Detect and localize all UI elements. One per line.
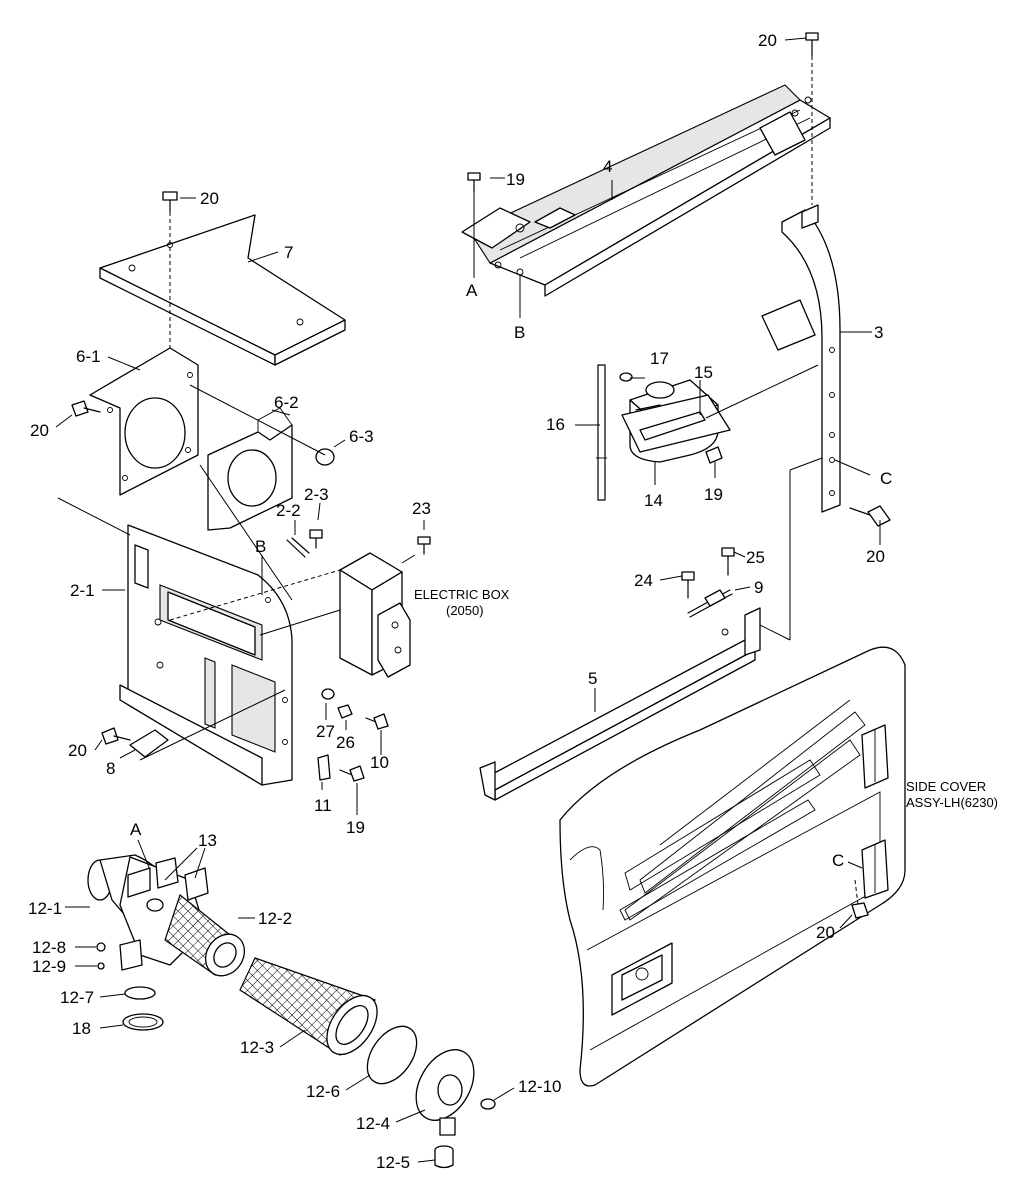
label-24: 24 (634, 571, 653, 590)
bolt-20-cover (851, 879, 869, 919)
label-12-10: 12-10 (518, 1077, 561, 1096)
bolt-20-top (805, 32, 819, 205)
bolt-25 (721, 547, 735, 576)
label-19-mid: 19 (704, 485, 723, 504)
bolt-20-right (849, 505, 891, 527)
element-12-3 (239, 957, 378, 1056)
label-25: 25 (746, 548, 765, 567)
plate-7 (99, 214, 346, 366)
label-12-9: 12-9 (32, 957, 66, 976)
bolt-19-bottom (339, 765, 365, 782)
label-23: 23 (412, 499, 431, 518)
label-side-cover-2: ASSY-LH(6230) (906, 795, 998, 810)
callout-labels: 20 19 4 A B 3 17 15 16 14 19 C 20 20 7 6… (28, 31, 998, 1172)
label-12-4: 12-4 (356, 1114, 390, 1133)
bracket-9 (687, 589, 733, 618)
label-c-right: C (880, 469, 892, 488)
label-11: 11 (314, 796, 332, 815)
plate-6-1 (89, 347, 199, 496)
bolt-20-left (71, 400, 101, 417)
label-20-top: 20 (758, 31, 777, 50)
leader-lines (55, 37, 881, 1163)
label-2-3: 2-3 (304, 485, 329, 504)
label-8: 8 (106, 759, 115, 778)
washer-27 (321, 688, 335, 700)
pin-2-2 (286, 537, 310, 558)
indicator-12-10 (480, 1098, 496, 1110)
label-20-cover: 20 (816, 923, 835, 942)
label-6-1: 6-1 (76, 347, 101, 366)
seal-6-2 (207, 407, 293, 531)
label-20-plate: 20 (200, 189, 219, 208)
label-19-bottom: 19 (346, 818, 365, 837)
label-a-filter: A (130, 820, 142, 839)
label-12-6: 12-6 (306, 1082, 340, 1101)
bolt-2-3 (309, 529, 323, 549)
washer-12-9 (97, 962, 105, 970)
bolt-19-top (467, 172, 481, 275)
label-17: 17 (650, 349, 669, 368)
label-7: 7 (284, 243, 293, 262)
label-20-left: 20 (30, 421, 49, 440)
label-19-top: 19 (506, 170, 525, 189)
label-12-5: 12-5 (376, 1153, 410, 1172)
label-13: 13 (198, 831, 217, 850)
clamp-12-7 (124, 986, 156, 1000)
label-15: 15 (694, 363, 713, 382)
label-27: 27 (316, 722, 335, 741)
label-electric-box-code: (2050) (446, 603, 484, 618)
nut-12-8 (96, 942, 106, 952)
label-a-top: A (466, 281, 478, 300)
nut-26 (337, 704, 353, 719)
element-12-2 (164, 893, 246, 977)
gasket-12-6 (366, 1025, 418, 1085)
label-12-7: 12-7 (60, 988, 94, 1007)
bracket-4-assembly (461, 84, 831, 297)
label-3: 3 (874, 323, 883, 342)
side-cover (559, 646, 906, 1087)
label-electric-box: ELECTRIC BOX (414, 587, 510, 602)
label-6-2: 6-2 (274, 393, 299, 412)
bar-5 (479, 607, 761, 801)
label-18: 18 (72, 1019, 91, 1038)
bolt-10 (365, 713, 389, 730)
electric-box (339, 552, 411, 678)
label-12-3: 12-3 (240, 1038, 274, 1057)
label-b-top: B (514, 323, 525, 342)
label-12-8: 12-8 (32, 938, 66, 957)
label-10: 10 (370, 753, 389, 772)
bolt-20-bottom (101, 727, 131, 745)
reserve-tank-assembly (596, 364, 731, 501)
label-b-panel: B (255, 537, 266, 556)
panel-2-1 (119, 524, 293, 786)
clamp-18 (122, 1013, 164, 1031)
cover-12-4 (415, 1049, 475, 1136)
label-2-2: 2-2 (276, 501, 301, 520)
plate-8 (129, 729, 169, 758)
label-12-1: 12-1 (28, 899, 62, 918)
label-c-cover: C (832, 851, 844, 870)
label-side-cover-1: SIDE COVER (906, 779, 986, 794)
bolt-24 (681, 571, 695, 599)
label-20-bottom: 20 (68, 741, 87, 760)
label-2-1: 2-1 (70, 581, 95, 600)
label-9: 9 (754, 578, 763, 597)
label-4: 4 (603, 157, 612, 176)
label-6-3: 6-3 (349, 427, 374, 446)
label-16: 16 (546, 415, 565, 434)
label-26: 26 (336, 733, 355, 752)
bolt-23 (401, 536, 431, 564)
clip-11 (317, 754, 331, 781)
label-14: 14 (644, 491, 663, 510)
label-5: 5 (588, 669, 597, 688)
support-3 (761, 204, 841, 513)
valve-12-5 (434, 1145, 454, 1169)
label-20-right: 20 (866, 547, 885, 566)
label-12-2: 12-2 (258, 909, 292, 928)
